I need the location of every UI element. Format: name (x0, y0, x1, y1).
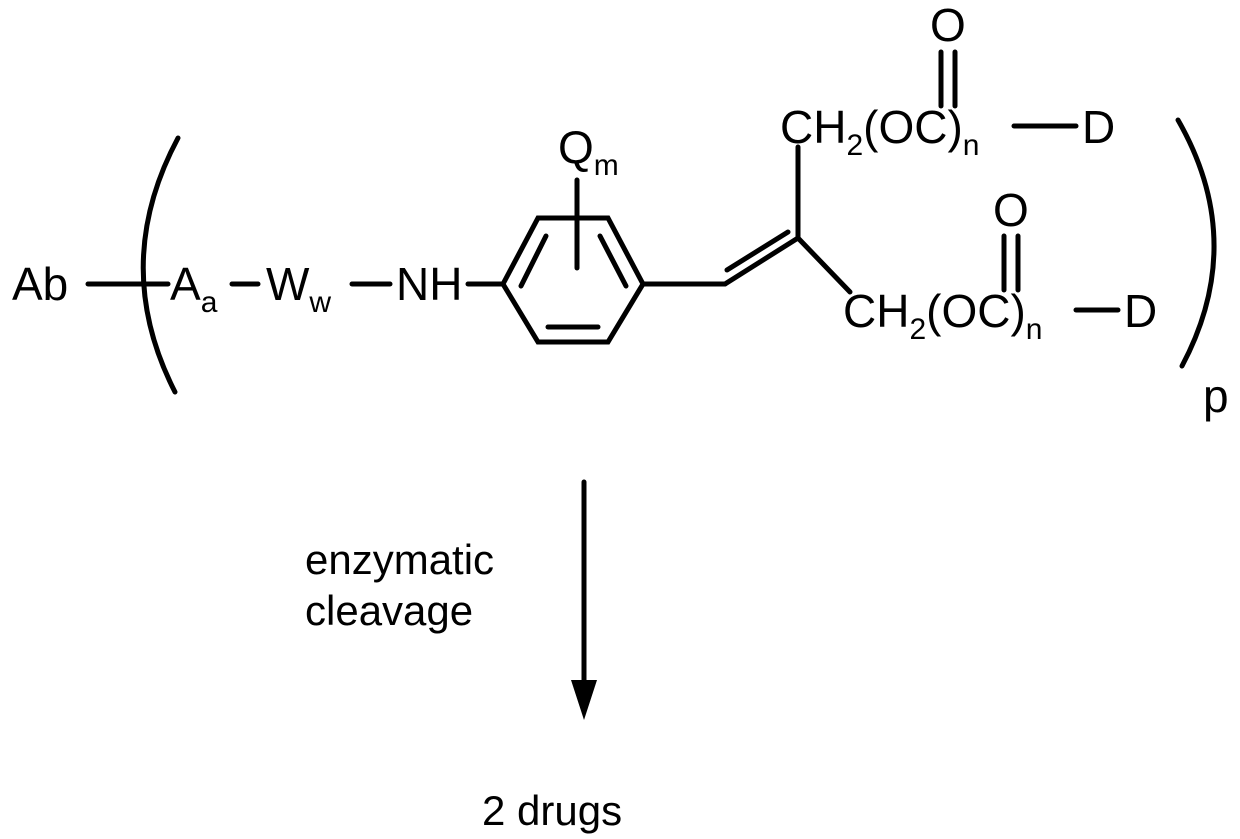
nh-label: NH (396, 258, 462, 310)
w-unit-label: Ww (266, 258, 331, 319)
right-bracket (1178, 120, 1214, 366)
upper-drug-label: D (1082, 101, 1115, 153)
a-unit-label: Aa (170, 258, 218, 319)
condition-line-2: cleavage (305, 587, 473, 634)
lower-drug-label: D (1124, 285, 1157, 337)
product-label: 2 drugs (482, 787, 622, 834)
lower-carbonyl-oxygen: O (993, 184, 1029, 236)
reaction-arrow-head (571, 680, 597, 720)
lower-branch-bond (798, 238, 850, 292)
repeat-subscript: p (1203, 370, 1229, 422)
lower-ester-label: CH2(OC)n (843, 285, 1042, 346)
benzene-ring (503, 218, 643, 342)
antibody-label: Ab (12, 258, 68, 310)
upper-ester-label: CH2(OC)n (780, 101, 979, 162)
condition-line-1: enzymatic (305, 536, 494, 583)
q-substituent-label: Qm (558, 121, 619, 182)
vinyl-double-bond (725, 238, 798, 284)
upper-carbonyl-oxygen: O (930, 0, 966, 51)
